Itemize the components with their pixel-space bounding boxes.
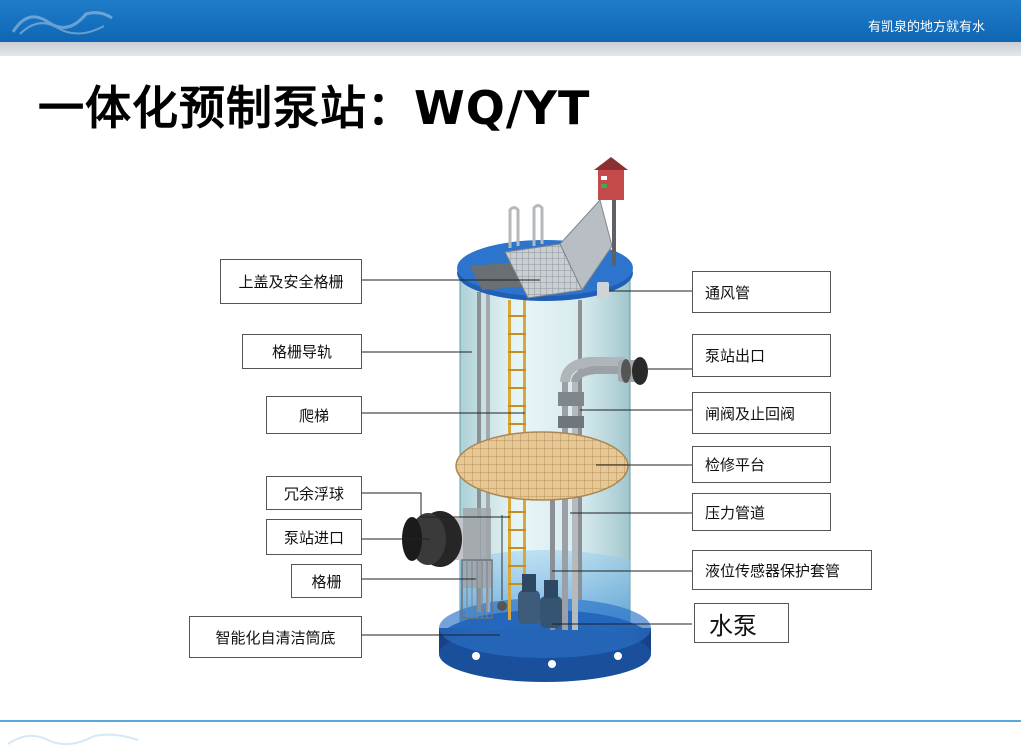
inlet-pipe — [402, 508, 491, 588]
header-bar: 有凯泉的地方就有水 — [0, 0, 1021, 42]
label-valves: 闸阀及止回阀 — [692, 392, 831, 434]
label-vent-pipe: 通风管 — [692, 271, 831, 313]
label-platform: 检修平台 — [692, 446, 831, 483]
outlet-pipe — [618, 357, 648, 385]
leader-lines — [362, 279, 692, 636]
maintenance-platform — [455, 431, 629, 501]
grille-basket — [461, 559, 493, 619]
header-underbar — [0, 42, 1021, 56]
pressure-pipes — [550, 357, 625, 630]
label-sensor-sleeve: 液位传感器保护套管 — [692, 550, 872, 590]
page-title: 一体化预制泵站：WQ/YT — [38, 81, 591, 135]
header-slogan: 有凯泉的地方就有水 — [867, 20, 985, 35]
label-ladder: 爬梯 — [266, 396, 362, 434]
label-pump: 水泵 — [694, 603, 789, 643]
label-self-clean-bottom: 智能化自清洁筒底 — [189, 616, 362, 658]
label-inlet: 泵站进口 — [266, 519, 362, 555]
label-float-ball: 冗余浮球 — [266, 476, 362, 510]
label-grille-rail: 格栅导轨 — [242, 334, 362, 369]
label-grille: 格栅 — [291, 564, 362, 598]
footer-divider — [0, 720, 1021, 722]
label-outlet: 泵站出口 — [692, 334, 831, 377]
top-cover — [457, 198, 633, 301]
brand-logo-icon — [11, 11, 113, 35]
control-box — [594, 157, 628, 266]
label-pressure-pipe: 压力管道 — [692, 493, 831, 531]
float-ball — [497, 515, 507, 611]
submersible-pumps — [518, 574, 562, 628]
footer-logo-icon — [7, 733, 139, 746]
label-cover-grille: 上盖及安全格栅 — [220, 259, 362, 304]
